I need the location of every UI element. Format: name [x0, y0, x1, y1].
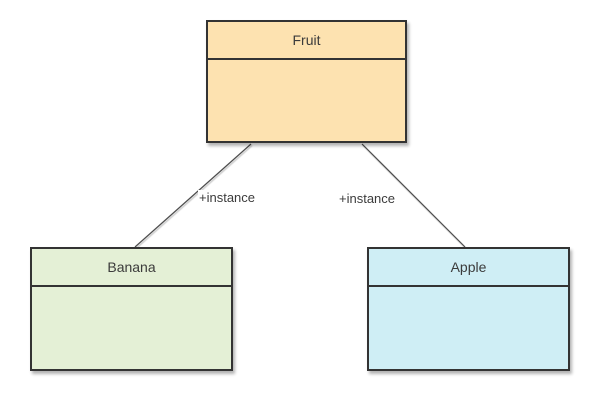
class-box-banana-label: Banana — [107, 259, 156, 275]
edge-fruit-apple[interactable] — [361, 143, 466, 248]
class-box-banana[interactable]: Banana — [30, 247, 233, 371]
class-box-fruit[interactable]: Fruit — [206, 20, 407, 143]
class-box-apple-label: Apple — [450, 259, 487, 275]
edge-fruit-banana[interactable] — [134, 143, 252, 248]
class-box-fruit-label: Fruit — [292, 32, 321, 48]
edge-label-instance-left[interactable]: +instance — [198, 190, 257, 206]
class-box-apple[interactable]: Apple — [367, 247, 570, 371]
class-box-fruit-body — [208, 60, 405, 141]
class-box-fruit-title: Fruit — [208, 22, 405, 60]
edge-label-instance-right[interactable]: +instance — [338, 191, 397, 207]
class-box-banana-body — [32, 287, 231, 369]
class-box-apple-title: Apple — [369, 249, 568, 287]
class-box-apple-body — [369, 287, 568, 369]
class-box-banana-title: Banana — [32, 249, 231, 287]
